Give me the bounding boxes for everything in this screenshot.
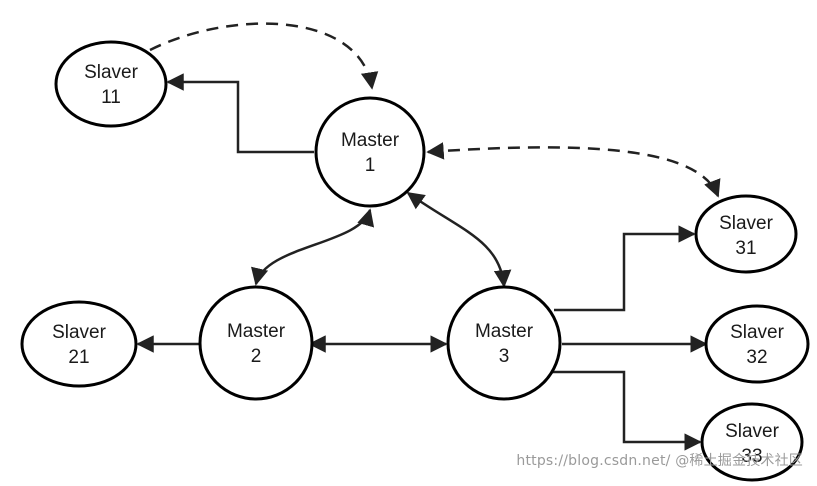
edge-master3-slaver33 xyxy=(552,370,702,451)
edge-dashed-master1-slaver31 xyxy=(426,142,721,198)
edge-dashed-slaver11-master1 xyxy=(149,22,379,90)
node-master-3-line2: 3 xyxy=(499,346,510,367)
node-slaver-33-line2: 33 xyxy=(741,446,762,467)
node-slaver-11-shape xyxy=(54,40,168,128)
node-master-2-shape xyxy=(198,285,314,401)
node-master-1: Master 1 xyxy=(314,96,426,208)
node-master-1-shape xyxy=(314,96,426,208)
node-slaver-32: Slaver 32 xyxy=(704,304,810,384)
node-slaver-33-shape xyxy=(700,402,804,482)
watermark: https://blog.csdn.net/ @稀土掘金技术社区 xyxy=(516,453,803,469)
node-slaver-31-line2: 31 xyxy=(735,238,756,259)
node-slaver-31-line1: Slaver xyxy=(719,213,774,234)
node-slaver-33: Slaver 33 xyxy=(700,402,804,482)
node-slaver-21-shape xyxy=(20,300,138,388)
node-master-1-line2: 1 xyxy=(365,155,376,176)
node-slaver-21: Slaver 21 xyxy=(20,300,138,388)
node-master-2-line2: 2 xyxy=(251,346,262,367)
edge-master1-master3 xyxy=(406,191,512,288)
node-slaver-21-line2: 21 xyxy=(68,347,89,368)
node-master-3-shape xyxy=(446,285,562,401)
node-slaver-21-line1: Slaver xyxy=(52,322,107,343)
node-master-3-line1: Master xyxy=(475,321,534,342)
node-slaver-31: Slaver 31 xyxy=(694,194,798,274)
node-master-2: Master 2 xyxy=(198,285,314,401)
edge-master1-slaver11 xyxy=(166,73,314,154)
node-master-3: Master 3 xyxy=(446,285,562,401)
node-slaver-31-shape xyxy=(694,194,798,274)
node-slaver-11-line1: Slaver xyxy=(84,62,139,83)
node-master-2-line1: Master xyxy=(227,321,286,342)
node-slaver-11-line2: 11 xyxy=(101,87,121,108)
edges xyxy=(136,22,721,451)
edge-master3-slaver31 xyxy=(554,225,696,312)
node-slaver-11: Slaver 11 xyxy=(54,40,168,128)
node-master-1-line1: Master xyxy=(341,130,400,151)
edge-master1-master2 xyxy=(251,208,375,286)
node-slaver-32-shape xyxy=(704,304,810,384)
node-slaver-33-line1: Slaver xyxy=(725,421,780,442)
node-slaver-32-line2: 32 xyxy=(746,347,767,368)
node-slaver-32-line1: Slaver xyxy=(730,322,785,343)
